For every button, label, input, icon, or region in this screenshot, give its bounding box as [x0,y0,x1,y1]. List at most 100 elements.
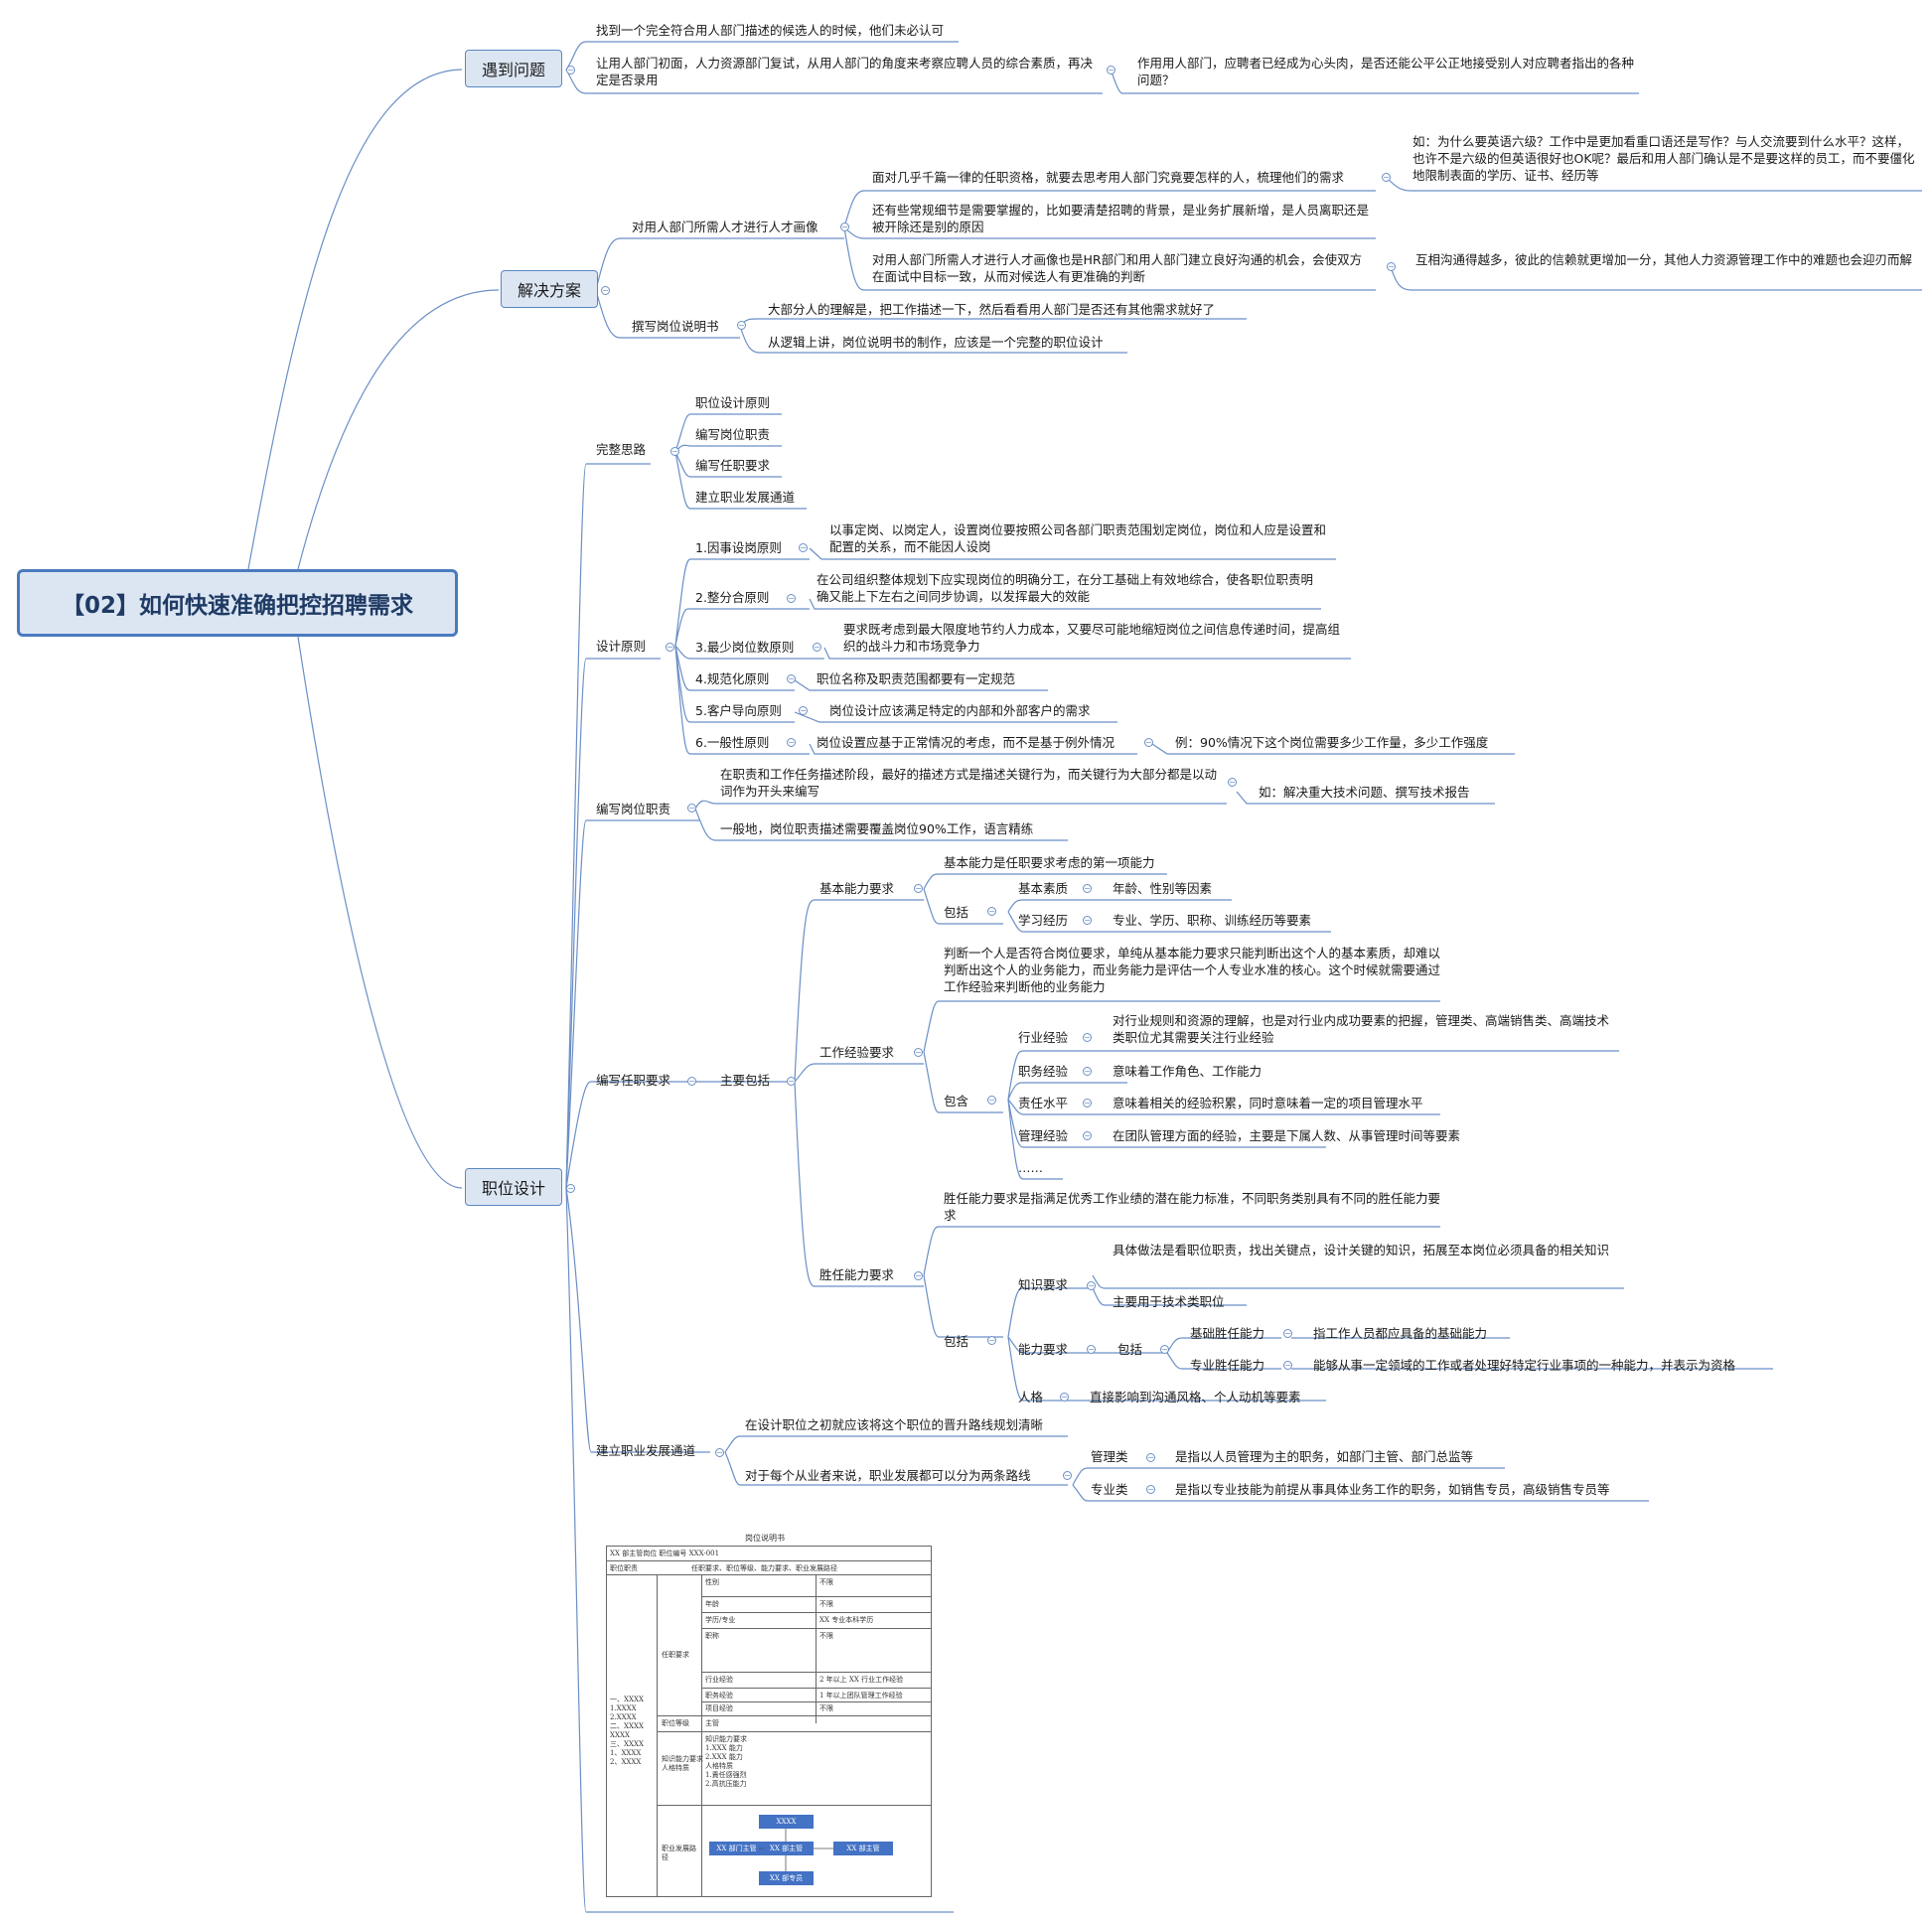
job-exp: 职务经验 [1018,1064,1069,1079]
collapse-icon[interactable]: − [1107,66,1115,74]
work-experience-desc: 判断一个人是否符合岗位要求，单纯从基本能力要求只能判断出这个人的基本素质，却难以… [944,946,1441,994]
root-topic[interactable]: 【02】如何快速准确把控招聘需求 [17,569,458,637]
personality: 人格 [1018,1390,1044,1404]
doc-row-key: 年龄 [705,1600,719,1608]
collapse-icon[interactable]: − [1083,1099,1092,1108]
topic-solutions[interactable]: 解决方案 [501,270,598,308]
collapse-icon[interactable]: − [914,884,923,893]
doc-left-item: 三、XXXX [610,1740,644,1748]
career-professional: 专业类 [1091,1482,1128,1497]
collapse-icon[interactable]: − [670,447,679,456]
responsibility-level: 责任水平 [1018,1096,1069,1110]
collapse-icon[interactable]: − [914,1271,923,1280]
collapse-icon[interactable]: − [1083,884,1092,893]
collapse-icon[interactable]: − [566,66,575,74]
ability-include: 包括 [1117,1342,1143,1357]
collapse-icon[interactable]: − [1387,262,1396,271]
principle-6-example: 例：90%情况下这个岗位需要多少工作量，多少工作强度 [1175,735,1489,750]
collapse-icon[interactable]: − [787,674,796,683]
collapse-icon[interactable]: − [914,1048,923,1057]
collapse-icon[interactable]: − [987,1096,996,1105]
collapse-icon[interactable]: − [1144,738,1153,747]
ability-req: 能力要求 [1018,1342,1069,1357]
principle-2: 2.整分合原则 [695,590,770,605]
collapse-icon[interactable]: − [1382,173,1391,182]
career-management: 管理类 [1091,1449,1128,1464]
doc-row-key: 行业经验 [705,1676,733,1684]
topic-position-design[interactable]: 职位设计 [465,1168,562,1206]
collapse-icon[interactable]: − [1146,1485,1155,1494]
doc-row-value: 不限 [819,1578,833,1586]
collapse-icon[interactable]: − [1083,1131,1092,1140]
basic-ability: 基本能力要求 [819,881,895,896]
topic-problems[interactable]: 遇到问题 [465,50,562,87]
collapse-icon[interactable]: − [787,738,796,747]
principle-2-desc: 在公司组织整体规划下应实现岗位的明确分工，在分工基础上有效地综合，使各职位职责明… [817,572,1314,604]
doc-grade-value: 主管 [705,1719,719,1727]
collapse-icon[interactable]: − [1063,1471,1072,1480]
collapse-icon[interactable]: − [1083,1033,1092,1042]
doc-left-item: 一、XXXX [610,1696,644,1703]
collapse-icon[interactable]: − [666,643,674,652]
doc-row-value: 不限 [819,1632,833,1640]
collapse-icon[interactable]: − [1228,778,1237,787]
doc-ability-line: 2.XXX 能力 [705,1753,743,1761]
collapse-icon[interactable]: − [787,1077,796,1086]
collapse-icon[interactable]: − [813,643,821,652]
principle-1-desc: 以事定岗、以岗定人，设置岗位要按照公司各部门职责范围划定岗位，岗位和人应是设置和… [829,522,1327,554]
personality-desc: 直接影响到沟通风格、个人动机等要素 [1090,1390,1301,1404]
management-exp: 管理经验 [1018,1128,1069,1143]
doc-path-right: XX 部主管 [833,1842,893,1855]
collapse-icon[interactable]: − [1087,1281,1096,1290]
more-items: …… [1018,1160,1043,1175]
principle-5: 5.客户导向原则 [695,703,782,718]
basic-include: 包括 [944,905,969,920]
job-description-image: 岗位说明书 XX 部主管岗位 职位编号 XXX-001 职位职责 任职要求、职位… [606,1534,932,1897]
collapse-icon[interactable]: − [601,286,610,295]
collapse-icon[interactable]: − [566,1184,575,1193]
collapse-icon[interactable]: − [799,706,808,715]
collapse-icon[interactable]: − [1060,1393,1069,1402]
collapse-icon[interactable]: − [840,222,849,231]
doc-left-item: 2.XXXX [610,1713,637,1721]
doc-ability-line: 1.責任感强烈 [705,1771,747,1779]
doc-row-value: 2 年以上 XX 行业工作经验 [819,1676,904,1684]
write-requirements: 编写任职要求 [596,1073,671,1088]
collapse-icon[interactable]: − [1083,916,1092,925]
collapse-icon[interactable]: − [1283,1361,1292,1370]
collapse-icon[interactable]: − [787,594,796,603]
doc-head: XX 部主管岗位 职位编号 XXX-001 [610,1550,720,1557]
pro-competency: 专业胜任能力 [1190,1358,1265,1373]
principle-3: 3.最少岗位数原则 [695,640,795,655]
basic-quality-desc: 年龄、性别等因素 [1113,881,1213,896]
job-exp-desc: 意味着工作角色、工作能力 [1113,1064,1263,1079]
collapse-icon[interactable]: − [737,321,746,330]
collapse-icon[interactable]: − [799,543,808,552]
portrait-1: 面对几乎千篇一律的任职资格，就要去思考用人部门究竟要怎样的人，梳理他们的需求 [872,170,1345,185]
collapse-icon[interactable]: − [1160,1345,1169,1354]
full-item: 职位设计原则 [695,395,771,410]
doc-ability-line: 1.XXX 能力 [705,1744,743,1752]
doc-row-key: 学历/专业 [705,1616,736,1624]
collapse-icon[interactable]: − [1283,1329,1292,1338]
portrait-1a: 如：为什么要英语六级？工作中是更加看重口语还是写作？与人交流要到什么水平？这样，… [1412,134,1915,183]
portrait-3: 对用人部门所需人才进行人才画像也是HR部门和用人部门建立良好沟通的机会，会使双方… [872,252,1363,284]
doc-path-bottom: XX 部专员 [759,1871,814,1885]
basic-competency-desc: 指工作人员都应具备的基础能力 [1313,1326,1488,1341]
doc-req-label: 任职要求 [662,1651,689,1659]
collapse-icon[interactable]: − [987,907,996,916]
jd-1: 大部分人的理解是，把工作描述一下，然后看看用人部门是否还有其他需求就好了 [768,302,1216,317]
doc-path-center: XX 部主管 [759,1842,814,1855]
collapse-icon[interactable]: − [987,1336,996,1345]
career-1: 在设计职位之初就应该将这个职位的晋升路线规划清晰 [745,1417,1044,1432]
collapse-icon[interactable]: − [1146,1453,1155,1462]
principle-4: 4.规范化原则 [695,671,770,686]
jd-2: 从逻辑上讲，岗位说明书的制作，应该是一个完整的职位设计 [768,335,1104,350]
learning-history: 学习经历 [1018,913,1069,928]
collapse-icon[interactable]: − [1083,1067,1092,1076]
collapse-icon[interactable]: − [715,1448,724,1457]
career-professional-desc: 是指以专业技能为前提从事具体业务工作的职务，如销售专员，高级销售专员等 [1175,1482,1610,1497]
collapse-icon[interactable]: − [687,804,696,813]
collapse-icon[interactable]: − [1087,1345,1096,1354]
collapse-icon[interactable]: − [687,1077,696,1086]
